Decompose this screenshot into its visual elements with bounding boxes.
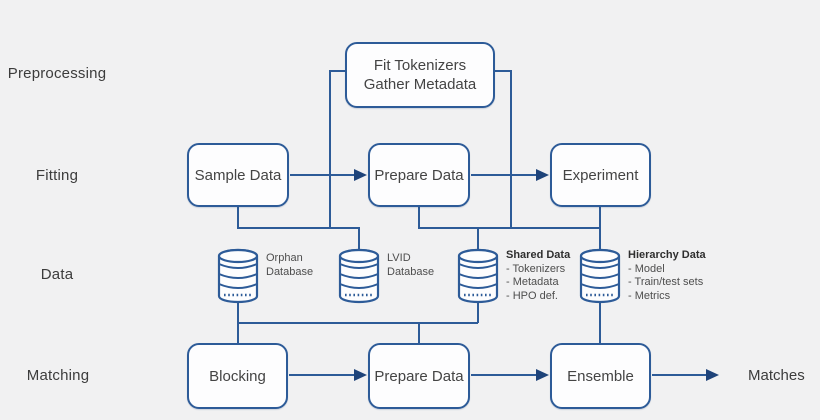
node-sample-data[interactable]: Sample Data [187, 143, 289, 207]
node-fit-tokenizers[interactable]: Fit Tokenizers Gather Metadata [345, 42, 495, 108]
node-prepare-data-fitting[interactable]: Prepare Data [368, 143, 470, 207]
node-label: Ensemble [567, 367, 634, 385]
node-label: Gather Metadata [363, 76, 477, 93]
db-title: Hierarchy Data [628, 249, 706, 261]
database-icon[interactable] [457, 248, 499, 304]
database-icon[interactable] [338, 248, 380, 304]
db-label-lvid: LVID Database [387, 252, 434, 279]
db-line: Database [266, 265, 314, 278]
row-label-matching: Matching [26, 367, 90, 384]
db-item: - Train/test sets [628, 276, 704, 288]
node-label: Fit Tokenizers [373, 57, 467, 74]
node-blocking[interactable]: Blocking [187, 343, 288, 409]
output-matches-label: Matches [748, 367, 805, 384]
db-line: Orphan [266, 252, 303, 264]
node-label: Prepare Data [374, 367, 464, 385]
db-item: - Metadata [506, 276, 559, 288]
database-icon[interactable] [217, 248, 259, 304]
arrowhead-icon [354, 169, 367, 181]
connector-prepare-bus [418, 207, 600, 229]
arrowhead-icon [706, 369, 719, 381]
arrowhead-icon [536, 169, 549, 181]
node-experiment[interactable]: Experiment [550, 143, 651, 207]
connector-fit-right [494, 70, 512, 229]
db-label-orphan: Orphan Database [266, 252, 313, 279]
db-title: Shared Data [506, 249, 571, 261]
node-label: Sample Data [194, 166, 282, 184]
db-item: - Metrics [628, 289, 671, 302]
db-item: - Model [628, 262, 665, 275]
arrowhead-icon [354, 369, 367, 381]
db-line: LVID [387, 252, 411, 264]
row-label-fitting: Fitting [35, 167, 79, 184]
row-label-preprocessing: Preprocessing [7, 65, 107, 82]
connector-sample-to-lvid [237, 207, 360, 249]
db-label-shared: Shared Data - Tokenizers - Metadata - HP… [506, 249, 570, 303]
node-label: Blocking [209, 367, 266, 385]
db-label-hierarchy: Hierarchy Data - Model - Train/test sets… [628, 249, 706, 303]
database-icon[interactable] [579, 248, 621, 304]
node-ensemble[interactable]: Ensemble [550, 343, 651, 409]
db-line: Database [387, 265, 435, 278]
node-label: Experiment [562, 166, 639, 184]
db-item: - HPO def. [506, 289, 558, 302]
node-prepare-data-matching[interactable]: Prepare Data [368, 343, 470, 409]
arrowhead-icon [536, 369, 549, 381]
node-label: Prepare Data [374, 166, 464, 184]
db-item: - Tokenizers [506, 262, 566, 275]
connector-fit-left [329, 70, 345, 229]
row-label-data: Data [40, 266, 74, 283]
